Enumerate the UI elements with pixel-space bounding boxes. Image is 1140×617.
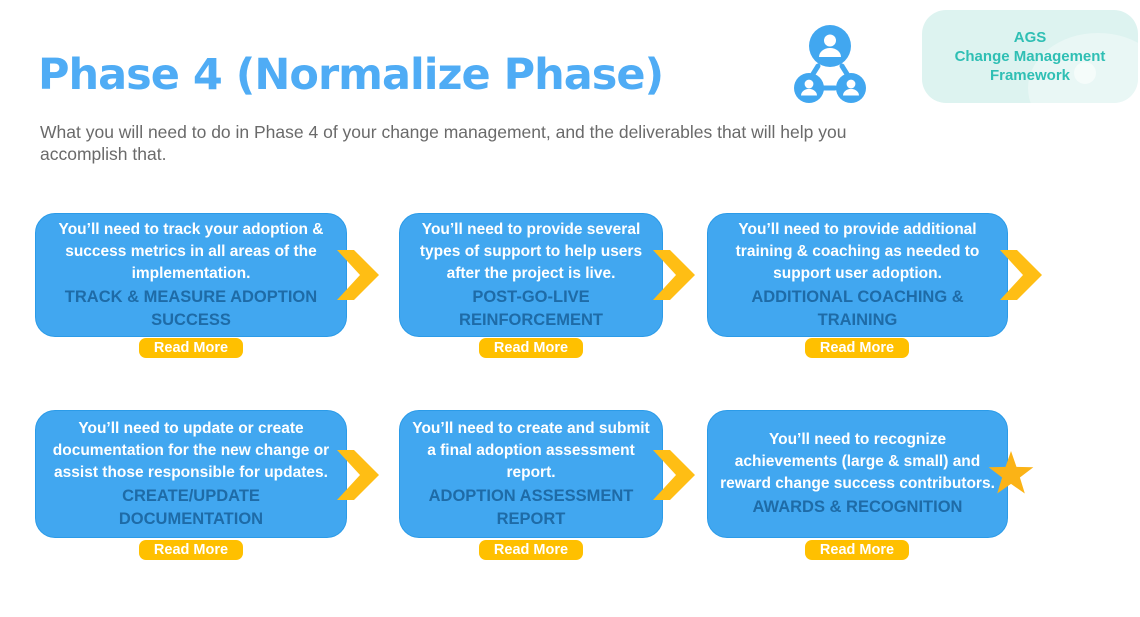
card-body-text: You’ll need to update or create document… — [52, 419, 330, 481]
star-icon — [988, 450, 1034, 494]
card-body-text: You’ll need to provide several types of … — [419, 220, 643, 282]
people-network-icon — [794, 25, 866, 103]
card-body-text: You’ll need to provide additional traini… — [735, 220, 980, 282]
ags-framework-badge: AGS Change Management Framework — [922, 10, 1138, 103]
card-create-update-documentation: You’ll need to update or create document… — [35, 410, 347, 538]
card-heading: AWARDS & RECOGNITION — [752, 498, 963, 516]
card-heading: CREATE/UPDATE DOCUMENTATION — [118, 486, 264, 528]
chevron-right-icon — [337, 450, 379, 500]
card-track-measure-adoption: You’ll need to track your adoption & suc… — [35, 213, 347, 337]
card-body-text: You’ll need to track your adoption & suc… — [58, 220, 324, 282]
read-more-button-adoption-assessment[interactable]: Read More — [479, 540, 583, 560]
card-body-text: You’ll need to recognize achievements (l… — [720, 431, 995, 492]
card-body-text: You’ll need to create and submit a final… — [412, 419, 650, 481]
card-awards-recognition: You’ll need to recognize achievements (l… — [707, 410, 1008, 538]
card-additional-coaching: You’ll need to provide additional traini… — [707, 213, 1008, 337]
chevron-right-icon — [653, 450, 695, 500]
card-heading: TRACK & MEASURE ADOPTION SUCCESS — [64, 287, 318, 329]
card-heading: ADDITIONAL COACHING & TRAINING — [751, 287, 964, 329]
read-more-button-awards-recognition[interactable]: Read More — [805, 540, 909, 560]
card-post-go-live: You’ll need to provide several types of … — [399, 213, 663, 337]
chevron-right-icon — [653, 250, 695, 300]
card-adoption-assessment-report: You’ll need to create and submit a final… — [399, 410, 663, 538]
read-more-button-create-update-documentation[interactable]: Read More — [139, 540, 243, 560]
ags-framework-badge-label: AGS Change Management Framework — [954, 29, 1106, 84]
read-more-button-additional-coaching[interactable]: Read More — [805, 338, 909, 358]
read-more-button-track-measure[interactable]: Read More — [139, 338, 243, 358]
chevron-right-icon — [1000, 250, 1042, 300]
card-heading: POST-GO-LIVE REINFORCEMENT — [459, 287, 603, 329]
card-heading: ADOPTION ASSESSMENT REPORT — [428, 486, 634, 528]
page-subtitle: What you will need to do in Phase 4 of y… — [40, 122, 847, 164]
chevron-right-icon — [337, 250, 379, 300]
read-more-button-post-go-live[interactable]: Read More — [479, 338, 583, 358]
page-title: Phase 4 (Normalize Phase) — [38, 50, 664, 100]
